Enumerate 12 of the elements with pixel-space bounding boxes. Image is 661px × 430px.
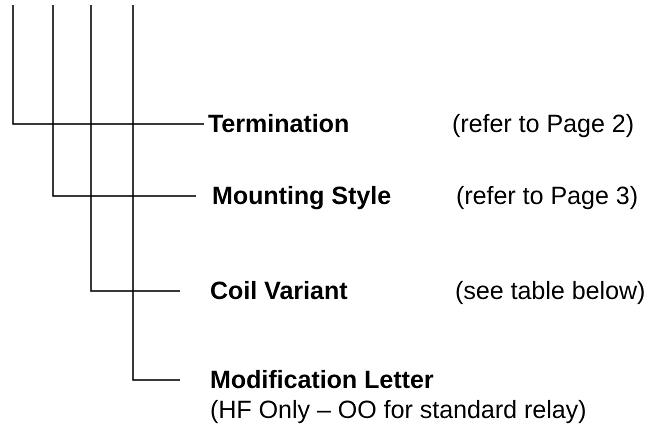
reference-note: (see table below) xyxy=(455,276,646,306)
field-name: Coil Variant xyxy=(210,276,348,306)
reference-note: (refer to Page 2) xyxy=(452,109,634,139)
field-name: Termination xyxy=(208,109,350,139)
leader-line xyxy=(90,5,180,292)
leader-line xyxy=(12,5,204,125)
leader-line xyxy=(52,5,196,197)
field-note: (HF Only – OO for standard relay) xyxy=(210,395,587,425)
field-name: Mounting Style xyxy=(212,181,392,211)
leader-line xyxy=(132,5,180,381)
reference-note: (refer to Page 3) xyxy=(456,181,638,211)
field-name: Modification Letter xyxy=(210,365,435,395)
